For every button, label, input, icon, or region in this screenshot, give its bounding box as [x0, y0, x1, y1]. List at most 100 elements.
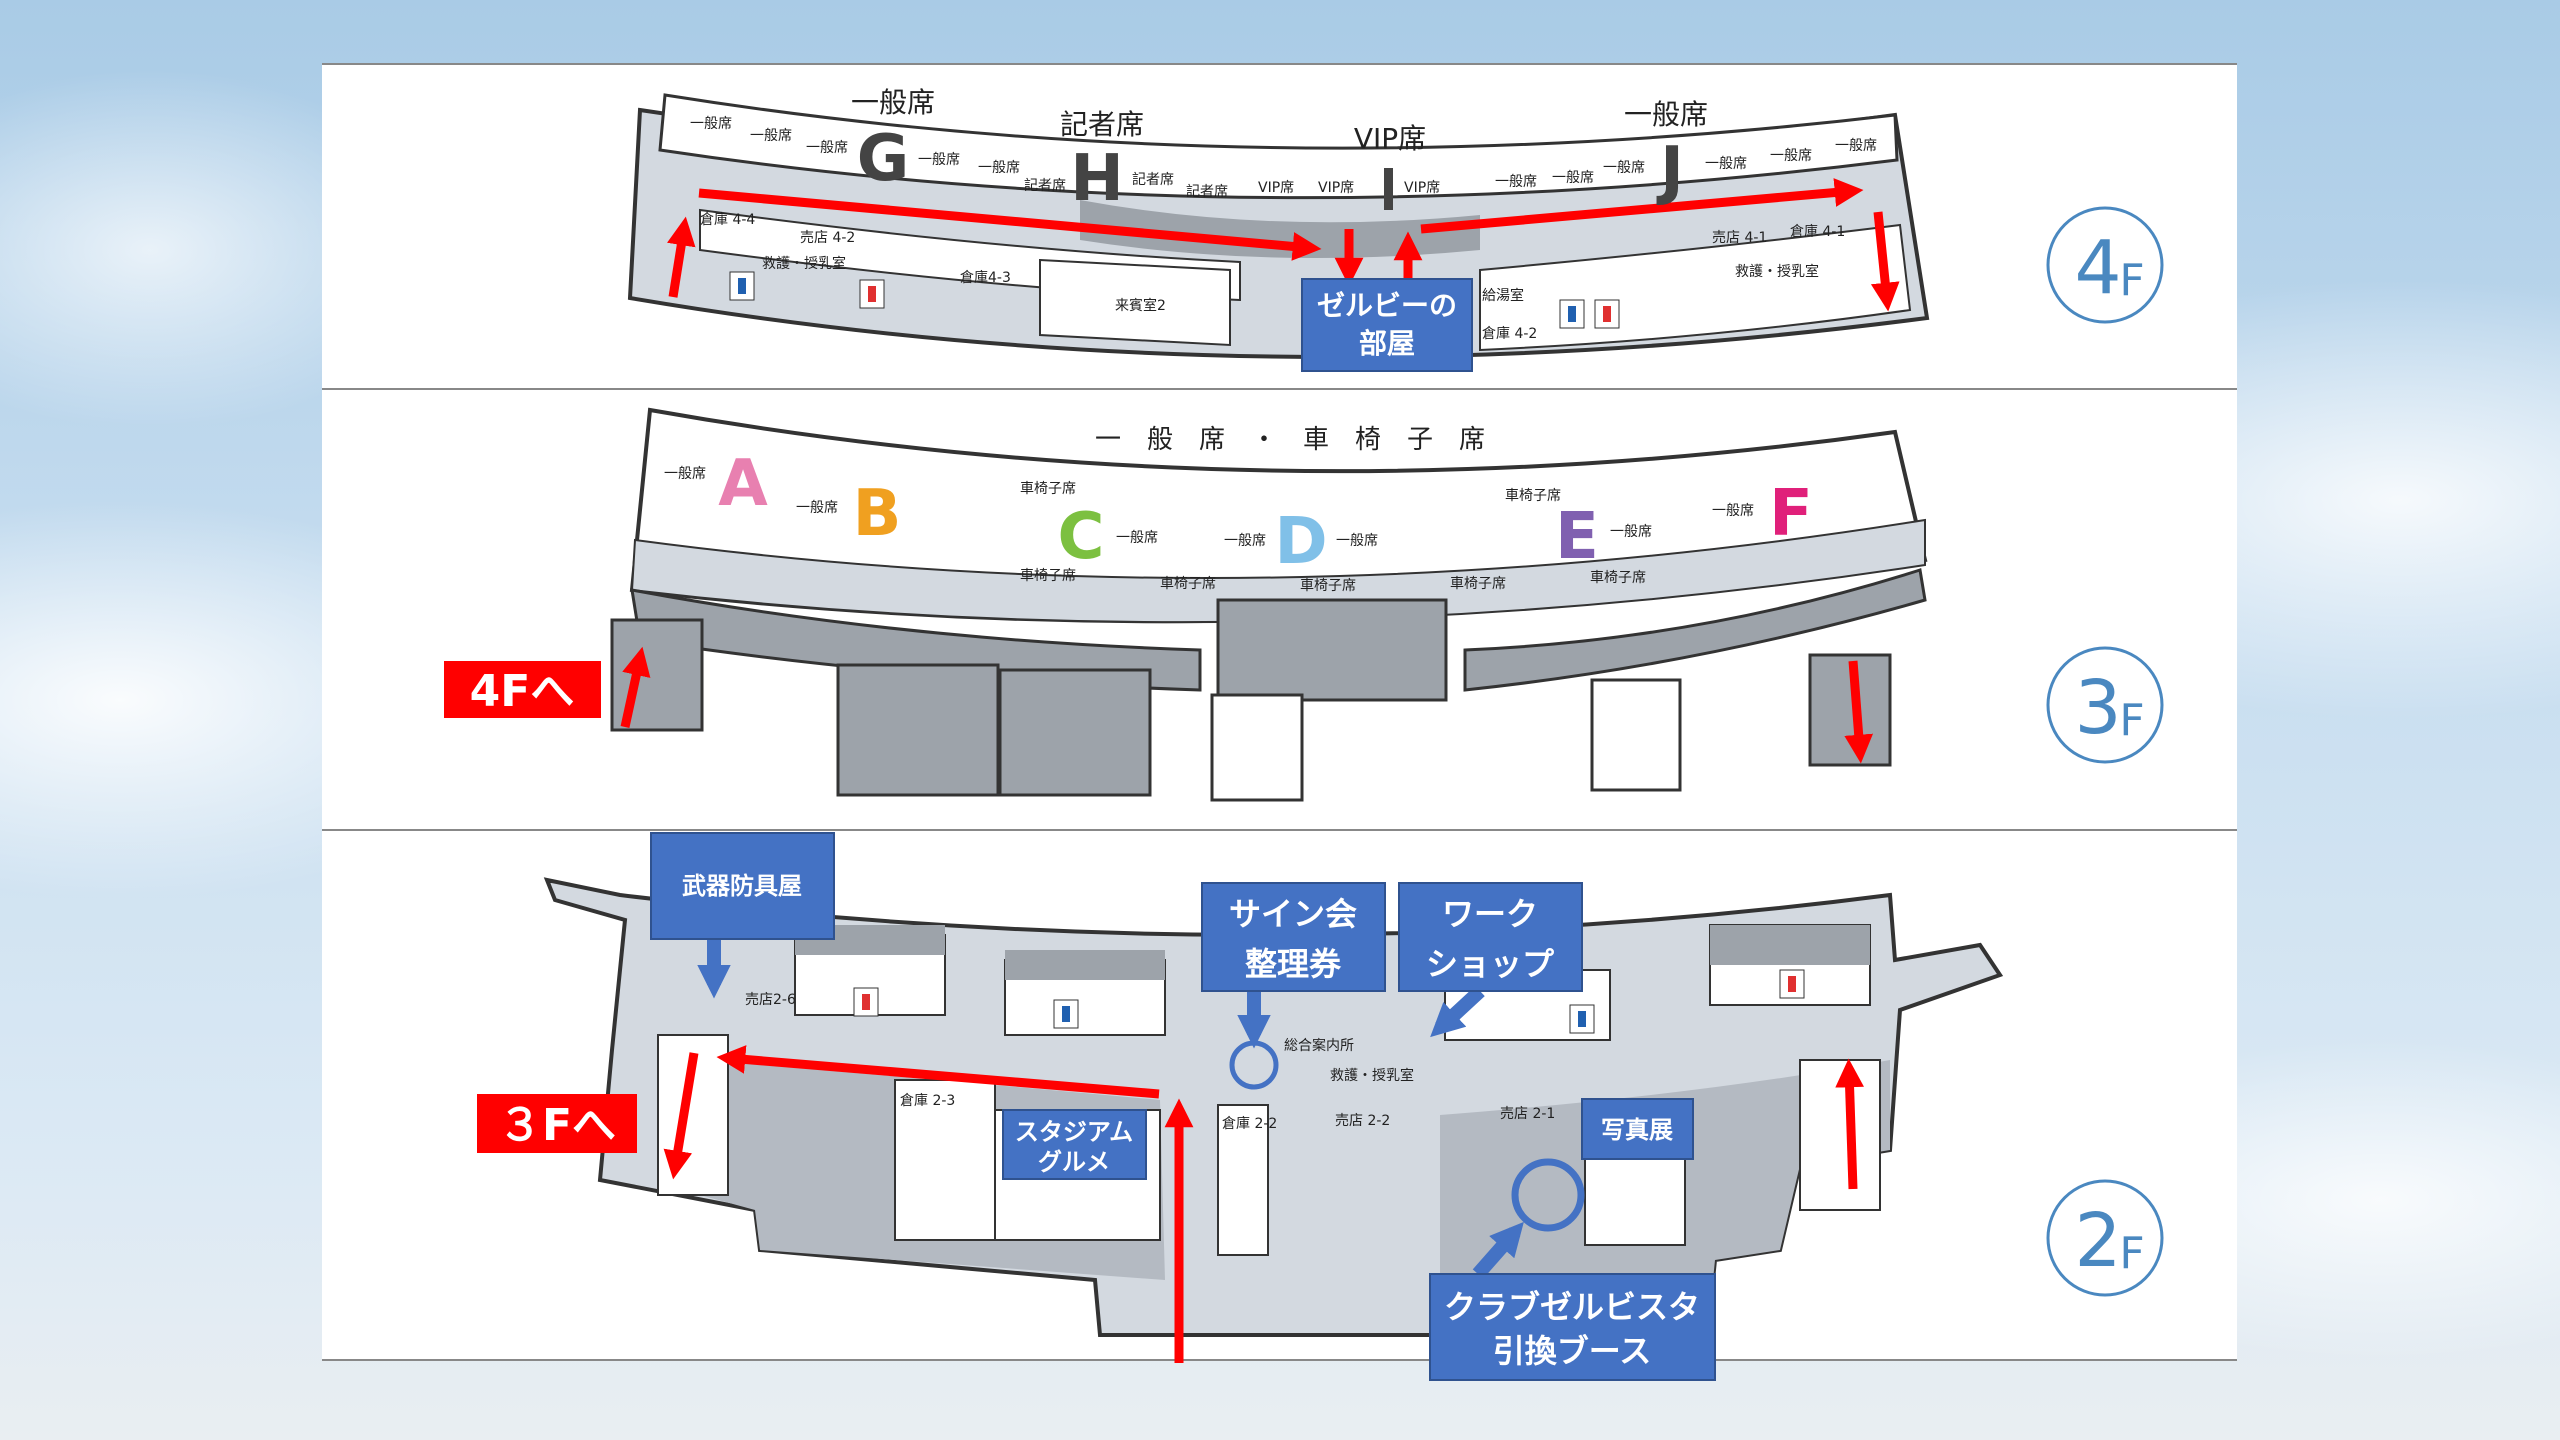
room-label: 売店 4-1 — [1712, 230, 1767, 246]
floor-badge-number: 4 — [2074, 225, 2121, 311]
seat-label: 一般席 — [1835, 138, 1877, 154]
section-f: F — [1769, 477, 1813, 551]
room-label: 売店 2-1 — [1500, 1106, 1555, 1122]
seat-label: VIP席 — [1318, 180, 1354, 196]
section-i-divider — [1384, 168, 1393, 210]
floor-badge-2f — [2046, 1179, 2164, 1297]
photo-exhibit-callout — [1581, 1098, 1694, 1160]
restroom-women-icon — [868, 286, 876, 302]
photo-exhibit-label: 写真展 — [1601, 1116, 1673, 1144]
room-label: 倉庫 2-2 — [1222, 1115, 1277, 1132]
room-label: 救護・授乳室 — [1330, 1067, 1414, 1084]
floor-badge-f: F — [2119, 1228, 2144, 1279]
seat-label: 一般席 — [1603, 160, 1645, 176]
wheelchair-seat-label: 車椅子席 — [1300, 577, 1356, 594]
room-label: 売店 2-2 — [1335, 1113, 1390, 1129]
seat-label: 一般席 — [1495, 174, 1537, 190]
seat-label: 一般席 — [1712, 503, 1754, 519]
sign-ticket-callout — [1201, 882, 1386, 992]
wheelchair-seat-label: 車椅子席 — [1160, 575, 1216, 592]
room-label: 救護・授乳室 — [762, 255, 846, 272]
sign-event-location-circle — [1229, 1040, 1279, 1090]
floor-badge-3f — [2046, 646, 2164, 764]
floor-badge-4f — [2046, 206, 2164, 324]
room-label: 倉庫 4-1 — [1790, 223, 1845, 240]
wheelchair-seat-label: 車椅子席 — [1505, 487, 1561, 504]
room-label: 来賓室2 — [1115, 297, 1166, 314]
wheelchair-seat-label: 車椅子席 — [1450, 575, 1506, 592]
header-vip: VIP席 — [1354, 122, 1426, 155]
section-b: B — [853, 477, 902, 551]
floor-4f: 一般席 記者席 VIP席 一般席 G H J 一般席 一般席 一般席 一般席 一… — [627, 86, 2164, 359]
seating-header: 一 般 席 ・ 車 椅 子 席 — [1095, 425, 1485, 455]
seat-label: 記者席 — [1132, 171, 1174, 188]
floor-2f: 売店2-6 倉庫 2-3 倉庫 2-2 売店 2-2 売店 2-1 総合案内所 … — [477, 832, 2164, 1381]
to-4f-label: 4Fへ — [470, 666, 575, 717]
seat-label: 一般席 — [1552, 170, 1594, 186]
header-press: 記者席 — [1060, 108, 1144, 141]
section-a: A — [718, 447, 768, 521]
armory-callout — [650, 832, 835, 940]
workshop-callout — [1398, 882, 1583, 992]
route-arrows — [667, 178, 1900, 312]
seat-label: 一般席 — [1224, 533, 1266, 549]
restroom-men-icon — [1578, 1011, 1586, 1027]
room-label: 給湯室 — [1482, 287, 1524, 304]
workshop-label: ワーク — [1442, 895, 1538, 933]
floor-badge-number: 3 — [2074, 665, 2121, 751]
seat-label: 一般席 — [1705, 156, 1747, 172]
section-d: D — [1274, 505, 1327, 579]
seat-label: 一般席 — [918, 152, 960, 168]
header-general: 一般席 — [1624, 98, 1708, 131]
section-g: G — [857, 122, 910, 196]
to-4f-label-box — [444, 661, 601, 718]
seat-label: VIP席 — [1258, 180, 1294, 196]
stadium-gourmet-label: スタジアム — [1015, 1118, 1133, 1146]
club-zelvista-label: クラブゼルビスタ — [1444, 1288, 1700, 1326]
wheelchair-seat-label: 車椅子席 — [1020, 567, 1076, 584]
floor-badge-f: F — [2119, 255, 2144, 306]
room-label: 売店 4-2 — [800, 230, 855, 246]
route-arrows — [620, 646, 1874, 764]
restroom-women-icon — [1603, 306, 1611, 322]
callout-pointers — [697, 939, 1524, 1279]
to-3f-label: ３Fへ — [498, 1100, 616, 1151]
seat-label: 一般席 — [690, 116, 732, 132]
seat-label: 一般席 — [796, 500, 838, 516]
seat-label: 一般席 — [1336, 533, 1378, 549]
seat-label: 記者席 — [1024, 177, 1066, 194]
restroom-women-icon — [1788, 976, 1796, 992]
floor-badge-f: F — [2119, 695, 2144, 746]
room-label: 倉庫 4-2 — [1482, 325, 1537, 342]
room-label: 総合案内所 — [1284, 1037, 1354, 1054]
sign-ticket-label: サイン会 — [1229, 895, 1357, 933]
section-c: C — [1058, 500, 1105, 574]
zelvy-room-callout: ゼルビーの部屋 — [1301, 278, 1473, 372]
seat-label: VIP席 — [1404, 180, 1440, 196]
seat-label: 一般席 — [750, 128, 792, 144]
to-3f-label-box — [477, 1094, 637, 1153]
seat-label: 一般席 — [664, 466, 706, 482]
room-label: 倉庫 2-3 — [900, 1092, 955, 1109]
club-booth-location-circle — [1511, 1158, 1585, 1232]
room-label: 売店2-6 — [745, 992, 796, 1008]
section-j: J — [1656, 134, 1684, 208]
section-e: E — [1555, 500, 1599, 574]
room-label: 救護・授乳室 — [1735, 263, 1819, 280]
stadium-gourmet-callout — [1002, 1109, 1147, 1180]
restroom-men-icon — [738, 278, 746, 294]
room-label: 倉庫4-3 — [960, 269, 1011, 286]
zelvy-room-label: ゼルビーの部屋 — [1316, 289, 1457, 360]
restroom-men-icon — [1062, 1006, 1070, 1022]
seat-label: 一般席 — [1770, 148, 1812, 164]
stadium-gourmet-label: グルメ — [1038, 1148, 1110, 1176]
armory-label: 武器防具屋 — [682, 872, 802, 900]
restroom-men-icon — [1568, 306, 1576, 322]
floor-badge-number: 2 — [2074, 1198, 2121, 1284]
route-arrows — [663, 1045, 1864, 1363]
wheelchair-seat-label: 車椅子席 — [1020, 480, 1076, 497]
club-zelvista-label: 引換ブース — [1493, 1332, 1651, 1370]
workshop-label: ショップ — [1426, 945, 1555, 983]
header-general: 一般席 — [851, 86, 935, 119]
